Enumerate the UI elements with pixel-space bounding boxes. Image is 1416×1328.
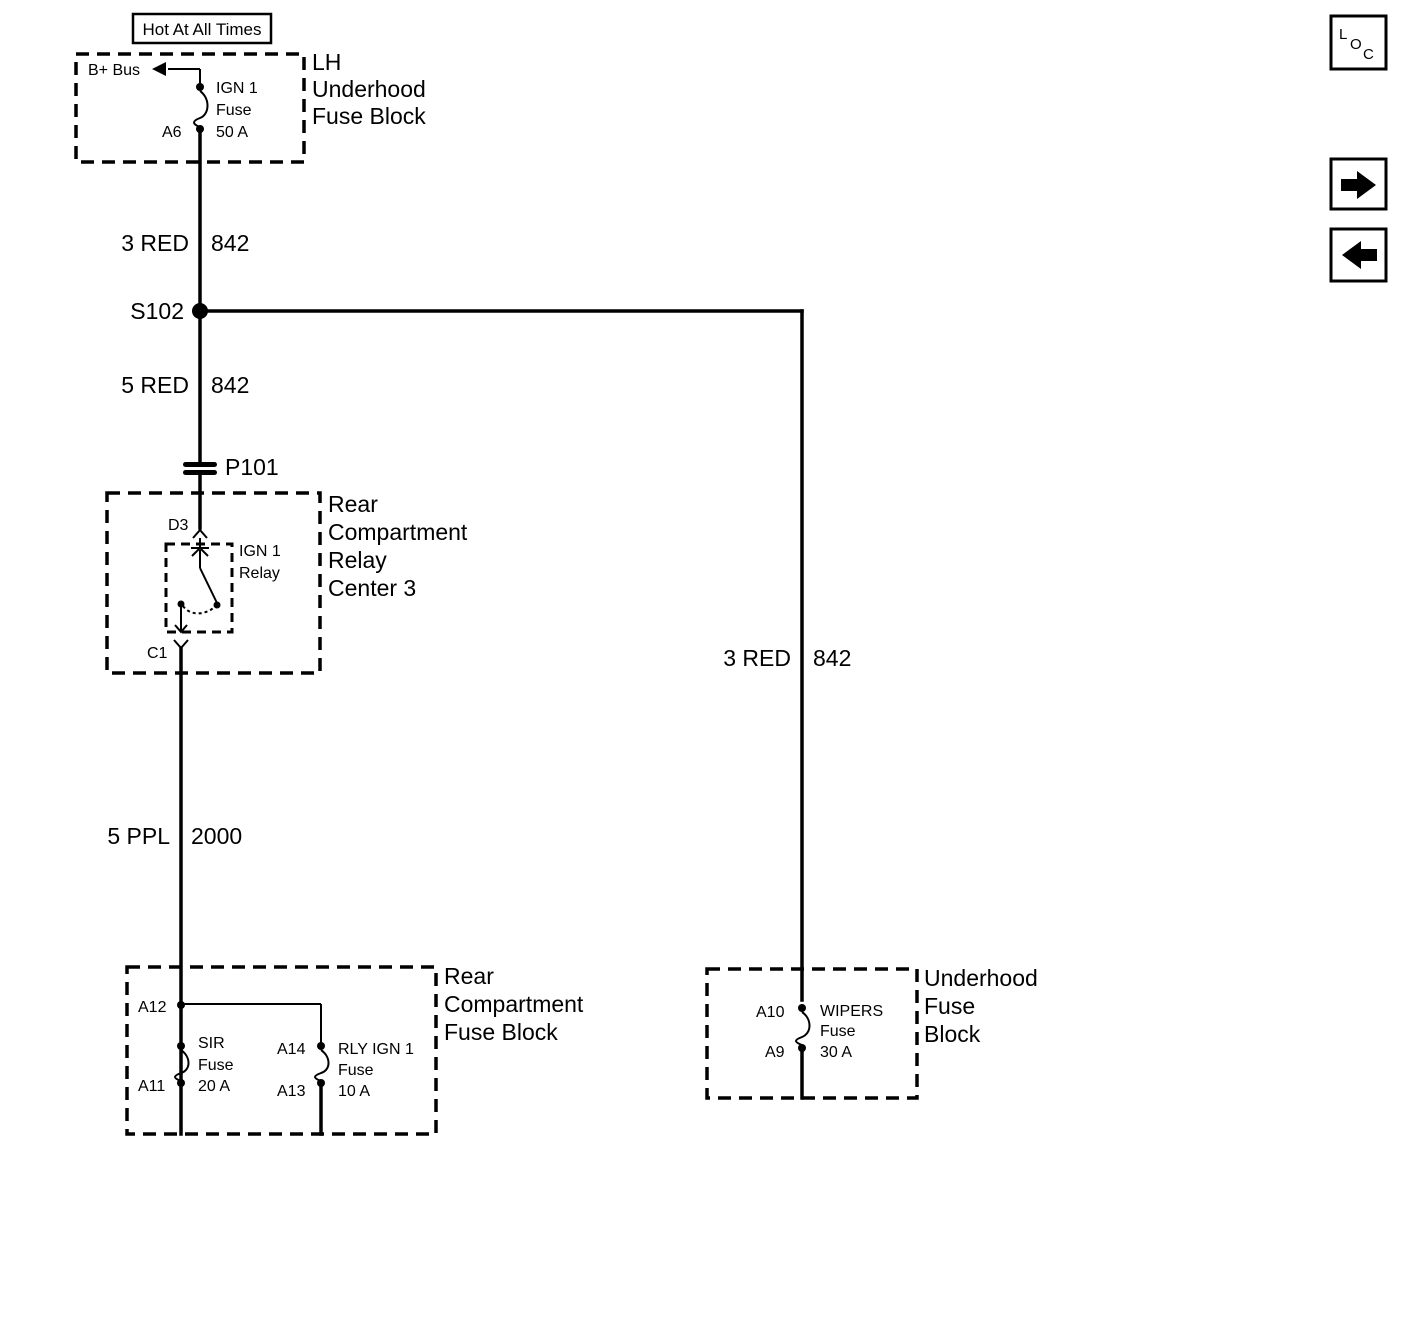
relay-center-title-2: Compartment bbox=[328, 519, 468, 545]
rly-fuse-terminal-a13: A13 bbox=[277, 1083, 306, 1100]
rly-fuse-bottom-terminal bbox=[317, 1079, 325, 1087]
ign1-fuse-line-3: 50 A bbox=[216, 124, 248, 141]
ign1-fuse-symbol-icon bbox=[193, 90, 209, 128]
sir-fuse-symbol-icon bbox=[174, 1049, 190, 1082]
wipers-fuse-line-3: 30 A bbox=[820, 1044, 852, 1061]
sir-fuse-bottom-terminal bbox=[177, 1079, 185, 1087]
ign1-fuse-bottom-terminal bbox=[196, 125, 204, 133]
power-note: Hot At All Times bbox=[131, 12, 273, 45]
rear-fuse-terminal-a12: A12 bbox=[138, 999, 167, 1016]
rly-fuse-symbol-icon bbox=[314, 1049, 330, 1082]
wipers-fuse-line-1: WIPERS bbox=[820, 1003, 883, 1020]
wire-4-circuit: 842 bbox=[813, 645, 851, 671]
next-page-button[interactable] bbox=[1329, 157, 1388, 211]
power-note-text: Hot At All Times bbox=[142, 20, 261, 39]
connector-p101-top-icon bbox=[183, 462, 217, 467]
arrow-right-icon bbox=[1341, 171, 1376, 199]
wire-1-gauge: 3 RED bbox=[121, 230, 189, 256]
ign1-fuse-terminal-a6: A6 bbox=[162, 124, 182, 141]
rear-fuse-block-outline bbox=[125, 965, 438, 1136]
b-plus-bus-label: B+ Bus bbox=[88, 62, 140, 79]
loc-letter-o: O bbox=[1350, 36, 1362, 53]
ign1-fuse-top-terminal bbox=[196, 83, 204, 91]
previous-page-button[interactable] bbox=[1329, 227, 1388, 283]
relay-d3-connector-icon bbox=[192, 528, 208, 539]
relay-coil-link-icon bbox=[182, 604, 218, 615]
loc-letter-c: C bbox=[1363, 46, 1374, 63]
splice-s102-label: S102 bbox=[130, 298, 184, 324]
relay-output-arrow-icon bbox=[174, 624, 188, 634]
wipers-fuse-line-2: Fuse bbox=[820, 1023, 856, 1040]
lh-fuse-block-outline bbox=[74, 52, 306, 164]
ign1-relay-line-1: IGN 1 bbox=[239, 543, 281, 560]
connector-p101-label: P101 bbox=[225, 454, 279, 480]
wire-2-gauge: 5 RED bbox=[121, 372, 189, 398]
underhood-fuse-block-title-3: Block bbox=[924, 1021, 981, 1047]
relay-contact-arrow-icon bbox=[191, 546, 209, 557]
lh-fuse-block-title-3: Fuse Block bbox=[312, 103, 426, 129]
relay-terminal-d3: D3 bbox=[168, 517, 189, 534]
wire-3-circuit: 2000 bbox=[191, 823, 242, 849]
lh-fuse-block-title-2: Underhood bbox=[312, 76, 426, 102]
wire-2-circuit: 842 bbox=[211, 372, 249, 398]
arrow-left-icon bbox=[1342, 241, 1377, 269]
lh-underhood-fuse-block: LH Underhood Fuse Block B+ Bus IGN 1 Fus… bbox=[74, 49, 426, 164]
underhood-fuse-block-title-2: Fuse bbox=[924, 993, 975, 1019]
wipers-fuse-terminal-a10: A10 bbox=[756, 1004, 785, 1021]
underhood-fuse-block: Underhood Fuse Block A10 A9 WIPERS Fuse … bbox=[705, 965, 1038, 1100]
rear-compartment-fuse-block: Rear Compartment Fuse Block A12 SIR Fuse… bbox=[125, 963, 584, 1136]
rly-fuse-line-3: 10 A bbox=[338, 1083, 370, 1100]
rear-fuse-block-title-1: Rear bbox=[444, 963, 494, 989]
ign1-relay-line-2: Relay bbox=[239, 565, 280, 582]
loc-button[interactable]: L O C bbox=[1329, 14, 1388, 71]
wire-1-circuit: 842 bbox=[211, 230, 249, 256]
rear-fuse-block-title-3: Fuse Block bbox=[444, 1019, 558, 1045]
connector-p101-bottom-icon bbox=[183, 470, 217, 475]
rly-fuse-top-terminal bbox=[317, 1042, 325, 1050]
relay-switch-arm-icon bbox=[199, 567, 218, 604]
loc-letter-l: L bbox=[1339, 26, 1347, 43]
connector-p101: P101 bbox=[183, 454, 279, 480]
sir-fuse-line-2: Fuse bbox=[198, 1057, 234, 1074]
rly-fuse-line-2: Fuse bbox=[338, 1062, 374, 1079]
wipers-fuse-terminal-a9: A9 bbox=[765, 1044, 785, 1061]
wipers-fuse-top-terminal bbox=[798, 1004, 806, 1012]
loc-button-frame bbox=[1329, 14, 1388, 71]
rear-fuse-block-title-2: Compartment bbox=[444, 991, 584, 1017]
rly-fuse-line-1: RLY IGN 1 bbox=[338, 1041, 414, 1058]
rly-fuse-terminal-a14: A14 bbox=[277, 1041, 306, 1058]
relay-center-title-1: Rear bbox=[328, 491, 378, 517]
b-plus-bus-arrow-icon bbox=[152, 62, 166, 76]
ign1-fuse-line-2: Fuse bbox=[216, 102, 252, 119]
relay-center-outline bbox=[105, 491, 322, 675]
wire-4-gauge: 3 RED bbox=[723, 645, 791, 671]
sir-fuse-line-3: 20 A bbox=[198, 1078, 230, 1095]
relay-center-title-4: Center 3 bbox=[328, 575, 416, 601]
sir-fuse-line-1: SIR bbox=[198, 1035, 225, 1052]
wipers-fuse-symbol-icon bbox=[795, 1011, 811, 1046]
underhood-fuse-block-outline bbox=[705, 967, 919, 1100]
ign1-fuse-line-1: IGN 1 bbox=[216, 80, 258, 97]
sir-fuse-top-terminal bbox=[177, 1042, 185, 1050]
power-note-frame bbox=[131, 12, 273, 45]
relay-center-title-3: Relay bbox=[328, 547, 387, 573]
wire-3-gauge: 5 PPL bbox=[107, 823, 170, 849]
lh-fuse-block-title-1: LH bbox=[312, 49, 341, 75]
rear-compartment-relay-center: Rear Compartment Relay Center 3 D3 IGN 1… bbox=[105, 491, 468, 675]
underhood-fuse-block-title-1: Underhood bbox=[924, 965, 1038, 991]
relay-terminal-c1: C1 bbox=[147, 645, 168, 662]
sir-fuse-terminal-a11: A11 bbox=[138, 1078, 165, 1095]
wipers-fuse-bottom-terminal bbox=[798, 1044, 806, 1052]
